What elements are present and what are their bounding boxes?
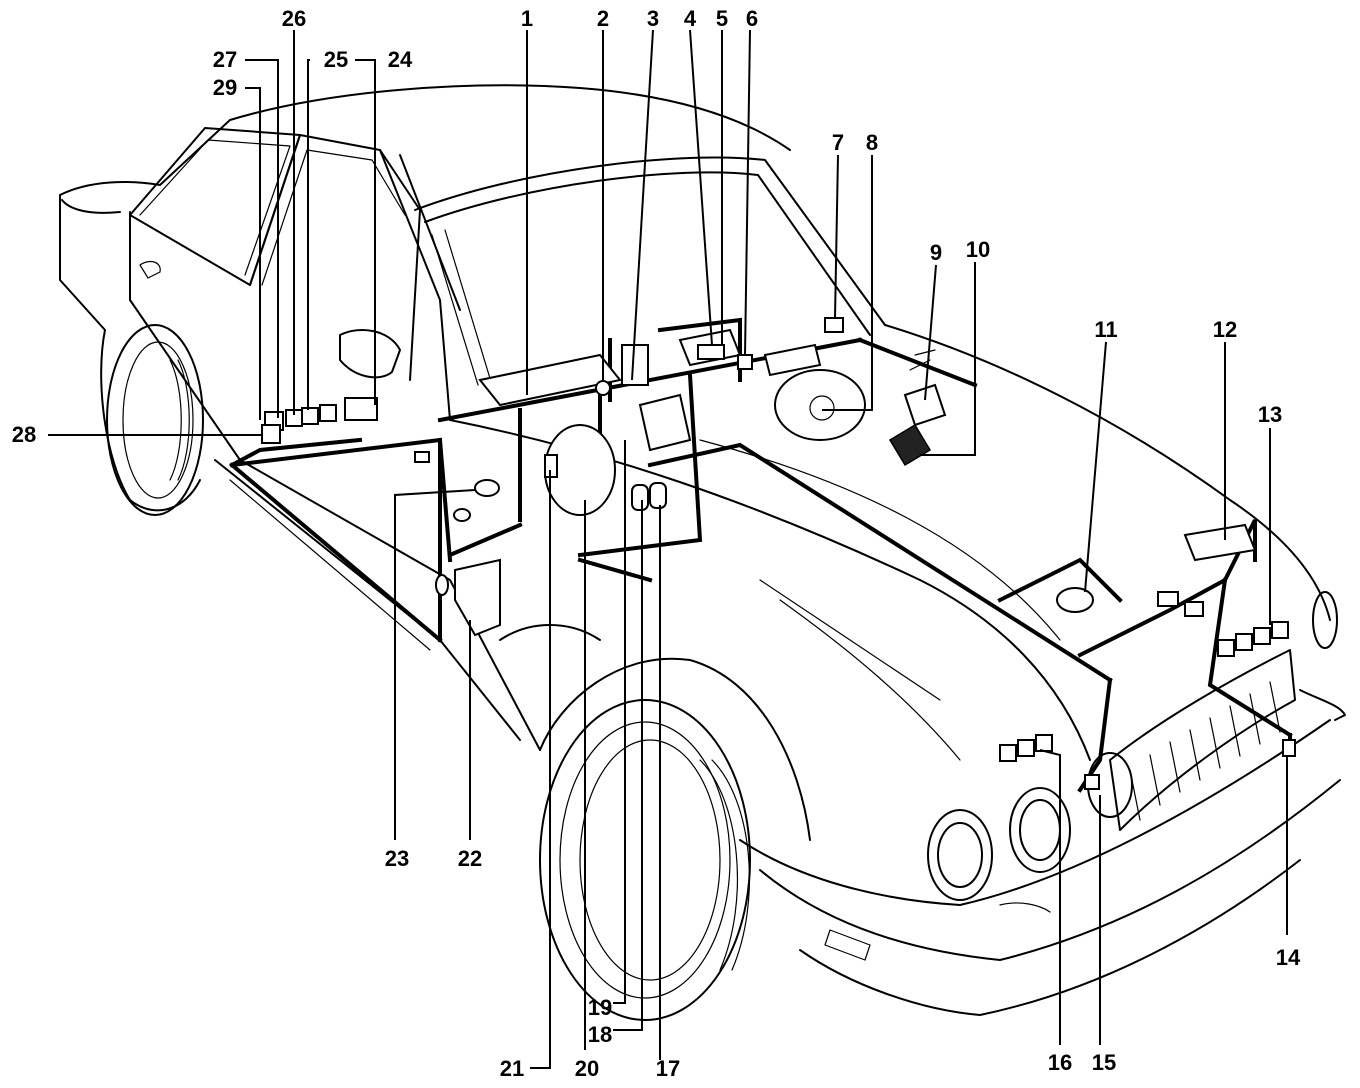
callout-26: 26: [282, 6, 306, 31]
leader-lines: [48, 29, 1288, 1069]
callout-11: 11: [1094, 317, 1117, 342]
callout-20: 20: [575, 1056, 599, 1081]
callout-24: 24: [388, 47, 413, 72]
callout-2: 2: [597, 6, 609, 31]
callout-25: 25: [324, 47, 348, 72]
callout-16: 16: [1048, 1050, 1072, 1075]
callout-labels: 1 2 3 4 5 6 7 8 9 10 11 12 13 14 15 16 1…: [12, 6, 1301, 1081]
callout-19: 19: [588, 995, 612, 1020]
callout-23: 23: [385, 846, 409, 871]
callout-10: 10: [966, 237, 990, 262]
callout-18: 18: [588, 1022, 612, 1047]
callout-27: 27: [213, 47, 237, 72]
components: [261, 317, 1296, 790]
wiring-harness: [229, 317, 1293, 793]
callout-6: 6: [746, 6, 758, 31]
callout-22: 22: [458, 846, 482, 871]
callout-5: 5: [716, 6, 728, 31]
callout-3: 3: [647, 6, 659, 31]
callout-12: 12: [1213, 317, 1237, 342]
callout-4: 4: [684, 6, 697, 31]
callout-15: 15: [1092, 1050, 1116, 1075]
callout-8: 8: [866, 130, 878, 155]
car-body-outline: [59, 84, 1346, 1021]
callout-17: 17: [656, 1056, 680, 1081]
callout-9: 9: [930, 240, 942, 265]
callout-7: 7: [832, 130, 844, 155]
callout-29: 29: [213, 75, 237, 100]
callout-1: 1: [521, 6, 533, 31]
callout-13: 13: [1258, 402, 1282, 427]
callout-21: 21: [500, 1056, 524, 1081]
callout-28: 28: [12, 422, 36, 447]
callout-14: 14: [1276, 945, 1301, 970]
